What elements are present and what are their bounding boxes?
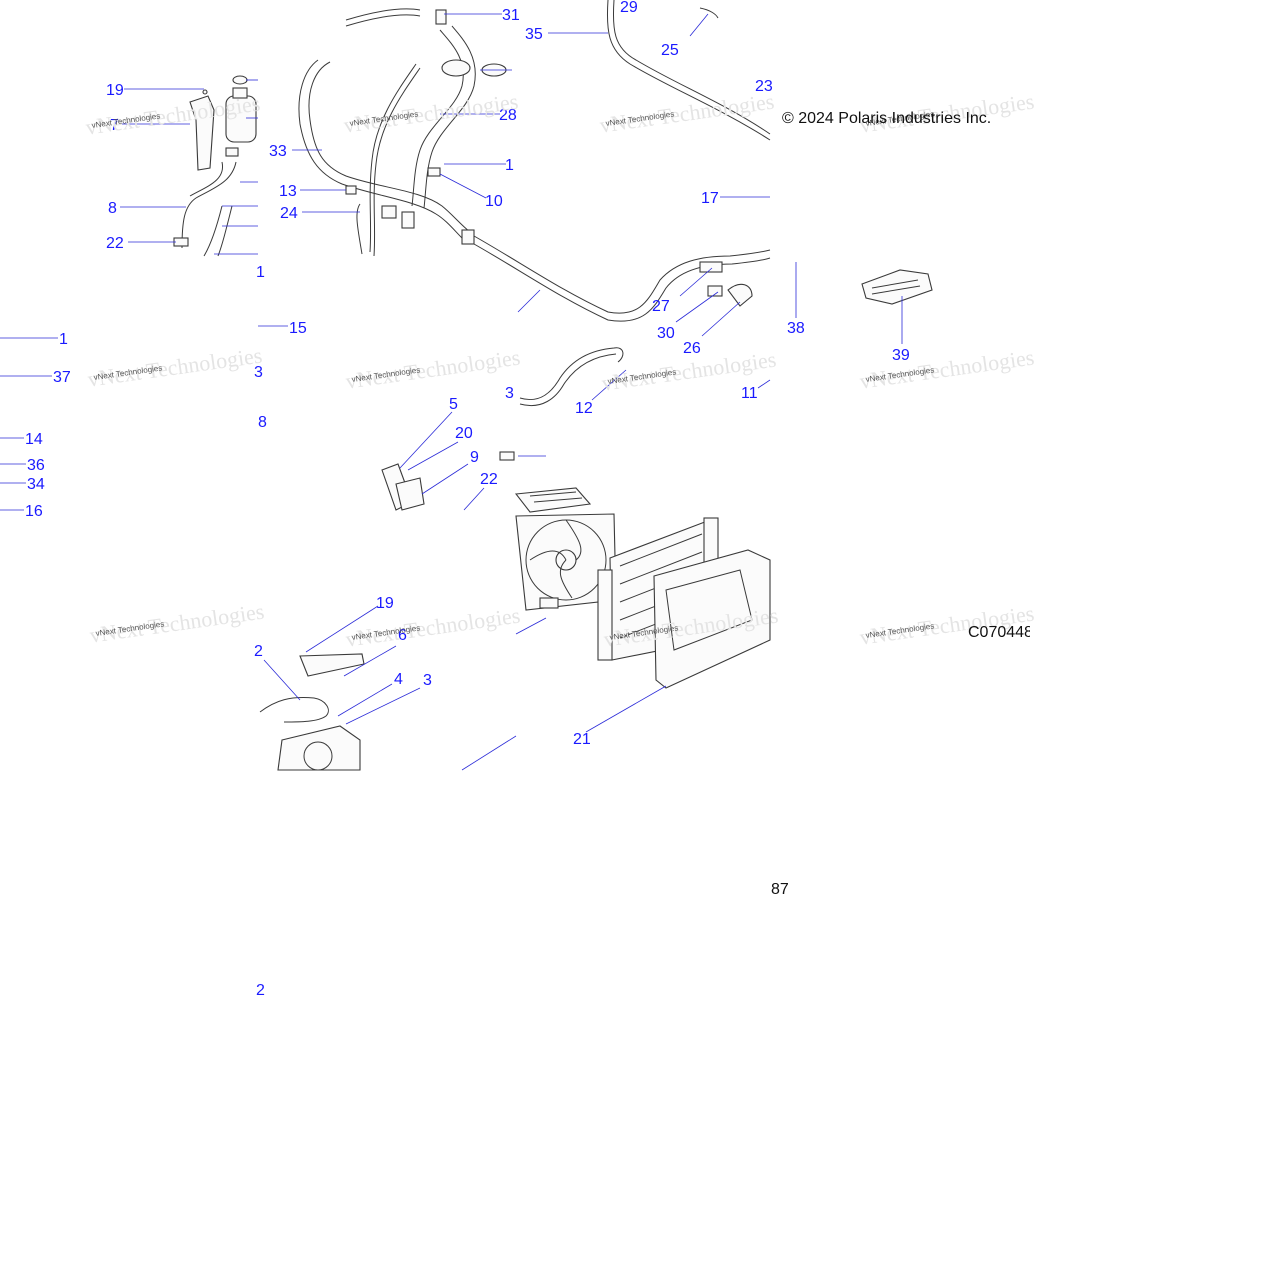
page-number: 87 — [771, 881, 789, 898]
callout: 19 — [106, 82, 124, 99]
callout: 39 — [892, 347, 910, 364]
callout: 5 — [449, 396, 458, 413]
callout: 1 — [256, 264, 265, 281]
callout: 11 — [741, 385, 758, 402]
callout: 22 — [480, 471, 498, 488]
callout: 3 — [505, 385, 514, 402]
callout: 2 — [256, 982, 265, 999]
hose-35 — [606, 0, 771, 141]
callout: 24 — [280, 205, 298, 222]
callout: 35 — [525, 26, 543, 43]
hose-12 — [519, 347, 624, 400]
callout: 4 — [394, 671, 403, 688]
hose-33 — [308, 61, 471, 233]
callout: 22 — [106, 235, 124, 252]
diagram-code: C070448 — [968, 624, 1030, 641]
callout: 37 — [53, 369, 71, 386]
callout: 21 — [573, 731, 591, 748]
callout: 7 — [110, 117, 119, 134]
callout: 20 — [455, 425, 473, 442]
pipe-lower — [473, 235, 771, 314]
callout: 2 — [254, 643, 263, 660]
callout: 17 — [701, 190, 719, 207]
watermark-logo: vNext Technologies — [344, 602, 522, 651]
line-art — [173, 0, 933, 771]
reservoir-bracket — [189, 95, 215, 171]
watermark-logo: vNext Technologies — [88, 598, 266, 647]
callout: 1 — [505, 157, 514, 174]
callout: 19 — [376, 595, 394, 612]
callout: 12 — [575, 400, 593, 417]
callout: 29 — [620, 0, 638, 16]
fan-assembly — [515, 513, 617, 611]
callout: 28 — [499, 107, 517, 124]
callout: 10 — [485, 193, 503, 210]
watermark-logo: vNext Technologies — [86, 342, 264, 391]
callout: 25 — [661, 42, 679, 59]
part-39 — [861, 269, 933, 305]
watermark-logo: vNext Technologies — [858, 344, 1036, 393]
callout: 16 — [25, 503, 43, 520]
callout: 14 — [25, 431, 43, 448]
callout: 3 — [254, 364, 263, 381]
callout: 6 — [398, 627, 407, 644]
callout: 26 — [683, 340, 701, 357]
callout-numbers: 19 7 8 22 1 15 1 37 14 36 34 16 33 13 24… — [25, 0, 910, 999]
callout: 8 — [258, 414, 267, 431]
hose-8 — [181, 161, 237, 249]
callout: 23 — [755, 78, 773, 95]
callout: 38 — [787, 320, 805, 337]
callout: 9 — [470, 449, 479, 466]
callout: 31 — [502, 7, 520, 24]
copyright-notice: © 2024 Polaris Industries Inc. — [782, 110, 992, 127]
callout: 30 — [657, 325, 675, 342]
callout: 13 — [279, 183, 297, 200]
shroud-21 — [653, 549, 771, 689]
callout: 8 — [108, 200, 117, 217]
callout: 3 — [423, 672, 432, 689]
callout: 33 — [269, 143, 287, 160]
callout: 1 — [59, 331, 68, 348]
watermark-logo: vNext Technologies — [598, 88, 776, 137]
watermark-logo: vNext Technologies — [344, 344, 522, 393]
callout: 34 — [27, 476, 45, 493]
callout: 15 — [289, 320, 307, 337]
leader-lines — [0, 13, 903, 771]
callout: 27 — [652, 298, 670, 315]
callout: 36 — [27, 457, 45, 474]
